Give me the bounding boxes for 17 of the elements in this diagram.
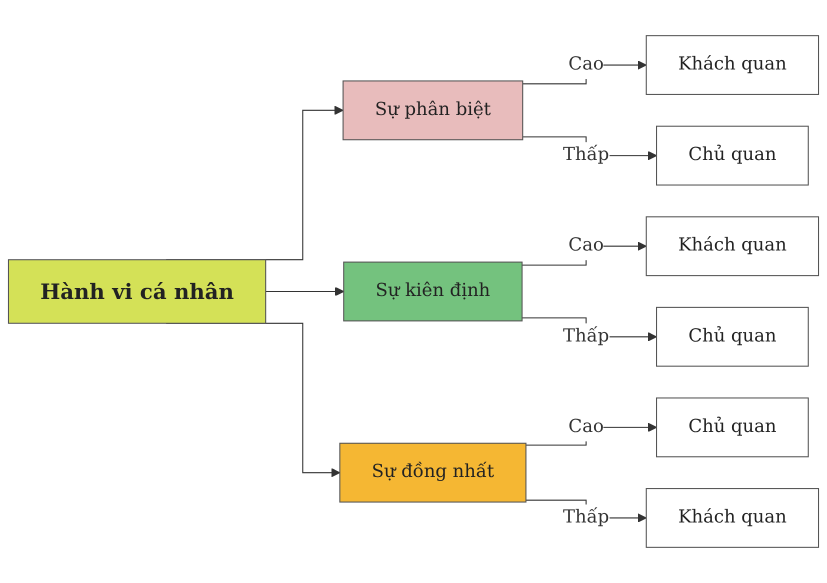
node-box: Sự kiên định: [343, 262, 523, 322]
edge-label: Cao: [568, 234, 604, 256]
node-box: Sự đồng nhất: [339, 442, 526, 503]
node-box: Khách quan: [646, 488, 820, 548]
node-box: Khách quan: [646, 216, 820, 276]
edge-label: Thấp: [563, 506, 610, 528]
edge-label: Cao: [568, 54, 604, 75]
node-box: Chủ quan: [656, 126, 809, 186]
edge-label: Cao: [568, 416, 604, 438]
node-box: Chủ quan: [656, 397, 809, 458]
node-box: Hành vi cá nhân: [8, 259, 266, 324]
node-box: Sự phân biệt: [342, 80, 524, 140]
node-box: Khách quan: [646, 35, 820, 95]
arrow: [266, 286, 344, 296]
node-box: Chủ quan: [656, 306, 809, 367]
edge-label: Thấp: [563, 144, 610, 166]
edge-label: Thấp: [563, 325, 610, 347]
